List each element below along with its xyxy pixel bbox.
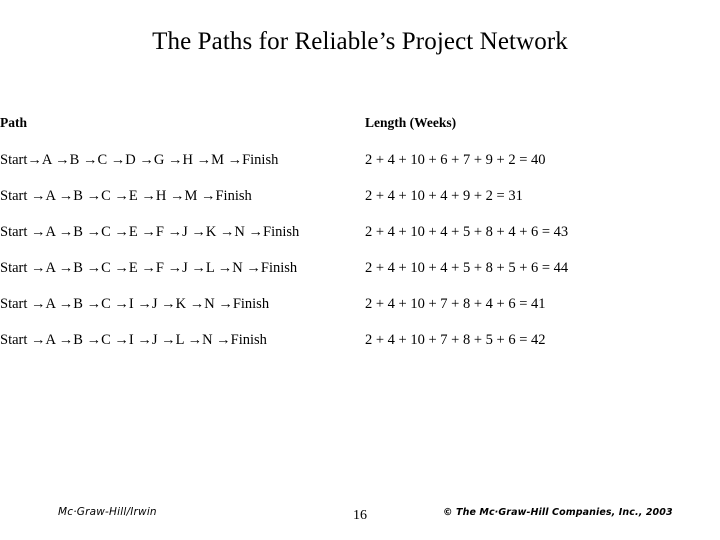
page-number: 16 bbox=[353, 508, 367, 523]
page-title: The Paths for Reliable’s Project Network bbox=[152, 28, 568, 55]
cell-path: Start→A →B →C →D →G →H →M →Finish bbox=[0, 152, 279, 168]
cell-path: Start →A →B →C →I →J →K →N →Finish bbox=[0, 296, 270, 312]
cell-length: 2 + 4 + 10 + 4 + 5 + 8 + 5 + 6 = 44 bbox=[365, 260, 569, 276]
table-row: Start →A →B →C →E →F →J →K →N →Finish 2 … bbox=[0, 224, 720, 260]
table-row: Start →A →B →C →E →F →J →L →N →Finish 2 … bbox=[0, 260, 720, 296]
cell-path: Start →A →B →C →I →J →L →N →Finish bbox=[0, 332, 267, 348]
table-row: Start →A →B →C →I →J →L →N →Finish 2 + 4… bbox=[0, 332, 720, 368]
paths-table-container: Path Length (Weeks) Start→A →B →C →D →G … bbox=[0, 115, 720, 368]
table-header: Path Length (Weeks) bbox=[0, 115, 720, 152]
column-header-length: Length (Weeks) bbox=[365, 115, 457, 130]
footer-copyright: © The Mc·Graw-Hill Companies, Inc., 2003 bbox=[443, 507, 673, 518]
paths-table: Path Length (Weeks) Start→A →B →C →D →G … bbox=[0, 115, 720, 368]
cell-length: 2 + 4 + 10 + 4 + 5 + 8 + 4 + 6 = 43 bbox=[365, 224, 569, 240]
footer-publisher: Mc·Graw-Hill/Irwin bbox=[58, 506, 157, 518]
table-body: Start→A →B →C →D →G →H →M →Finish 2 + 4 … bbox=[0, 152, 720, 368]
cell-length: 2 + 4 + 10 + 6 + 7 + 9 + 2 = 40 bbox=[365, 152, 546, 168]
cell-length: 2 + 4 + 10 + 7 + 8 + 5 + 6 = 42 bbox=[365, 332, 546, 348]
cell-path: Start →A →B →C →E →F →J →K →N →Finish bbox=[0, 224, 300, 240]
cell-length: 2 + 4 + 10 + 4 + 9 + 2 = 31 bbox=[365, 188, 523, 204]
table-row: Start →A →B →C →I →J →K →N →Finish 2 + 4… bbox=[0, 296, 720, 332]
cell-path: Start →A →B →C →E →H →M →Finish bbox=[0, 188, 252, 204]
table-row: Start →A →B →C →E →H →M →Finish 2 + 4 + … bbox=[0, 188, 720, 224]
table-row: Start→A →B →C →D →G →H →M →Finish 2 + 4 … bbox=[0, 152, 720, 188]
cell-path: Start →A →B →C →E →F →J →L →N →Finish bbox=[0, 260, 298, 276]
table-header-row: Path Length (Weeks) bbox=[0, 115, 720, 152]
cell-length: 2 + 4 + 10 + 7 + 8 + 4 + 6 = 41 bbox=[365, 296, 546, 312]
column-header-path: Path bbox=[0, 115, 27, 130]
